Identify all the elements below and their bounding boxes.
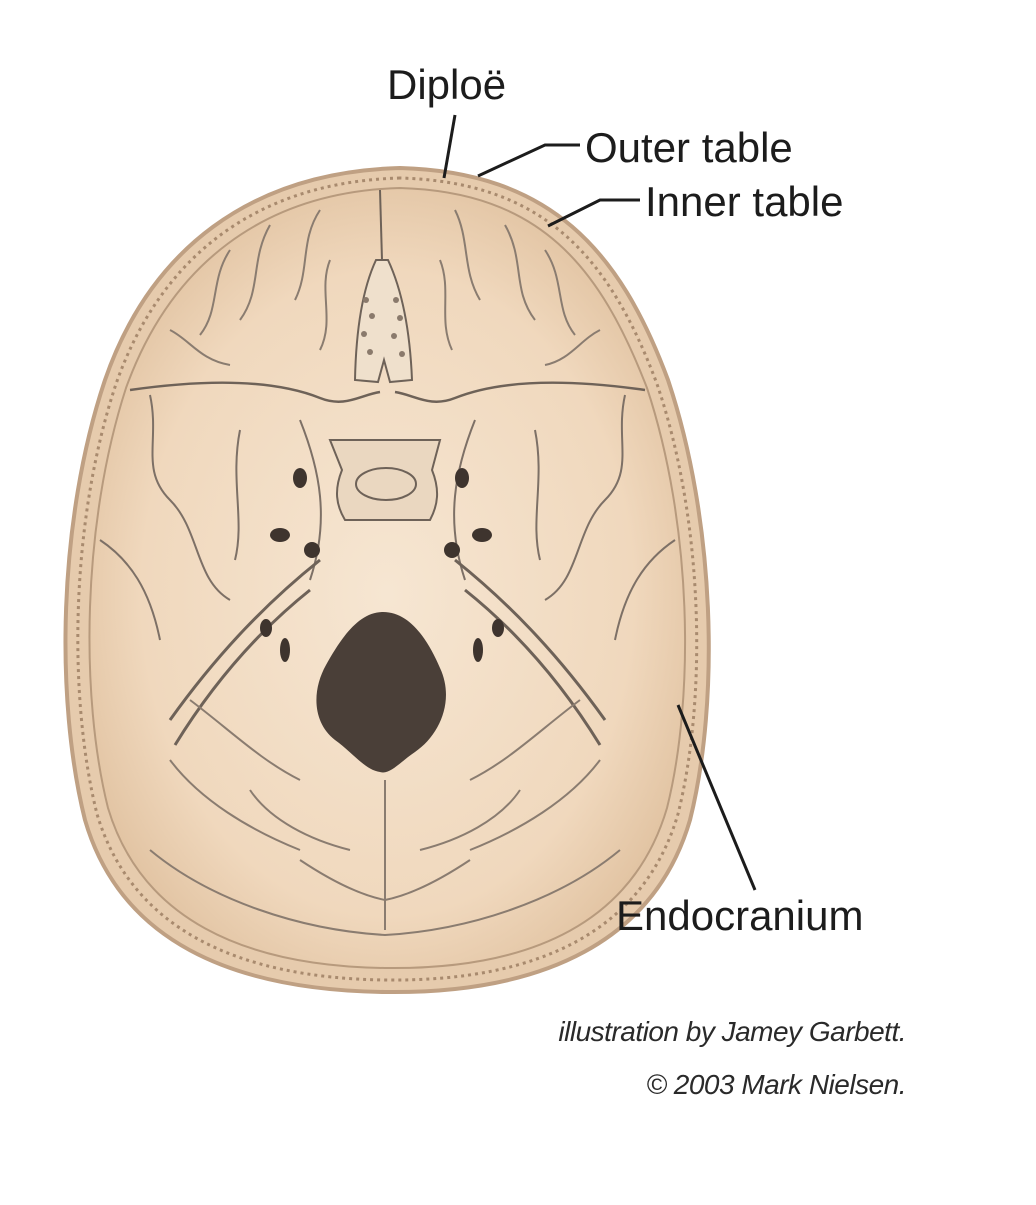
diploe-band	[76, 176, 699, 982]
leader-diploe	[442, 114, 457, 179]
label-diploe: Diploë	[387, 61, 507, 108]
posterior-cranial-fossa	[149, 699, 621, 937]
label-outer-table: Outer table	[585, 124, 793, 171]
leader-outer-table	[477, 143, 580, 178]
sella-turcica	[328, 439, 442, 521]
leader-endocranium	[676, 704, 757, 891]
cribriform-plate	[353, 189, 414, 384]
leader-inner-table	[547, 198, 640, 228]
petrous-ridges	[168, 558, 607, 746]
label-inner-table: Inner table	[645, 178, 844, 225]
label-endocranium: Endocranium	[616, 892, 864, 939]
anterior-fossa-grooves	[169, 209, 601, 366]
middle-cranial-fossa	[99, 394, 676, 641]
sphenoid-lesser-wings	[129, 381, 646, 403]
leader-lines	[442, 114, 757, 891]
copyright-notice: © 2003 Mark Nielsen.	[646, 1069, 906, 1100]
illustrator-credit: illustration by Jamey Garbett.	[558, 1016, 906, 1047]
foramen-magnum	[316, 612, 446, 773]
cranial-foramina	[260, 468, 504, 662]
